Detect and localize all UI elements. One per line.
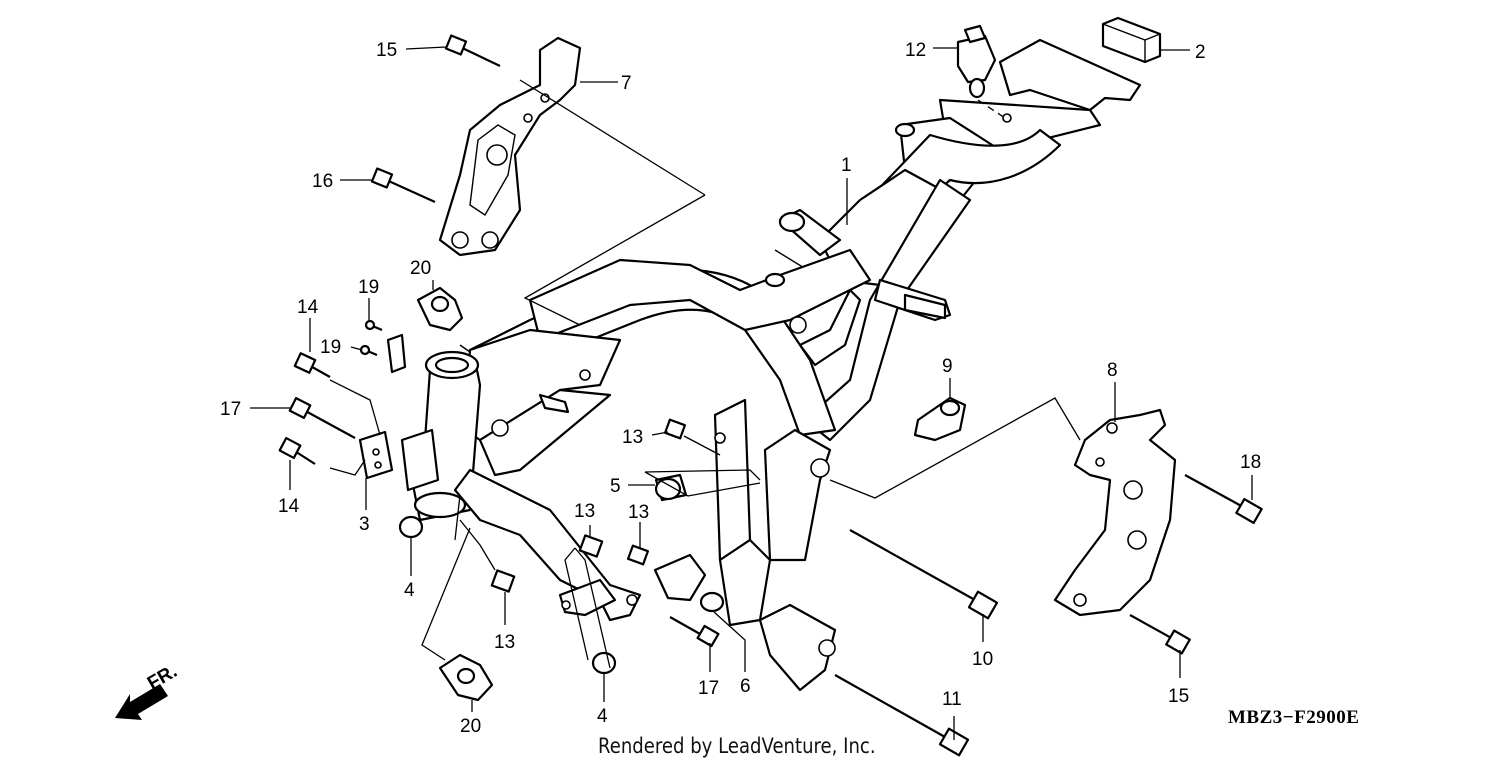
plate-part	[358, 428, 440, 492]
callout-3: 3	[359, 514, 370, 535]
footer-credit: Rendered by LeadVenture, Inc.	[598, 734, 876, 758]
callout-19: 19	[320, 337, 341, 358]
callout-4: 4	[404, 580, 415, 601]
callout-13: 13	[494, 632, 515, 653]
main-frame	[408, 38, 1142, 692]
callout-5: 5	[610, 476, 621, 497]
hanger-bracket-right	[1053, 408, 1177, 617]
callout-17: 17	[698, 678, 719, 699]
callout-20: 20	[460, 716, 481, 737]
callout-14: 14	[297, 297, 319, 318]
callout-16: 16	[312, 171, 333, 192]
callout-13: 13	[574, 501, 595, 522]
hanger-bracket-left	[438, 36, 582, 257]
callout-8: 8	[1107, 360, 1118, 381]
callout-13: 13	[628, 502, 649, 523]
callout-15: 15	[376, 40, 397, 61]
leader-lines	[250, 46, 1253, 740]
callout-10: 10	[972, 649, 993, 670]
callout-14: 14	[278, 496, 300, 517]
rubber-block-part	[1101, 16, 1162, 64]
lower-front-bracket	[453, 468, 724, 622]
callout-20: 20	[410, 258, 431, 279]
clip-part	[956, 24, 1012, 123]
nut-parts	[398, 418, 725, 675]
callout-2: 2	[1195, 42, 1206, 63]
callout-labels: 1 2 3 4 4 5 6 7 8 9 10 11 12 13 13 13 13…	[220, 40, 1261, 737]
callout-13: 13	[622, 427, 643, 448]
callout-9: 9	[942, 356, 953, 377]
callout-12: 12	[905, 40, 926, 61]
callout-4: 4	[597, 706, 608, 727]
callout-15: 15	[1168, 686, 1189, 707]
arrow-front-icon	[115, 684, 168, 720]
diagram-code: MBZ3−F2900E	[1228, 707, 1360, 728]
clamp-parts	[416, 286, 967, 702]
callout-1: 1	[841, 155, 852, 176]
front-direction-indicator: FR.	[115, 661, 181, 720]
bolt-parts	[278, 34, 1263, 757]
callout-11: 11	[942, 689, 962, 710]
callout-18: 18	[1240, 452, 1261, 473]
callout-19: 19	[358, 277, 379, 298]
callout-17: 17	[220, 399, 241, 420]
callout-6: 6	[740, 676, 751, 697]
callout-7: 7	[621, 73, 632, 94]
direction-label: FR.	[144, 661, 181, 694]
